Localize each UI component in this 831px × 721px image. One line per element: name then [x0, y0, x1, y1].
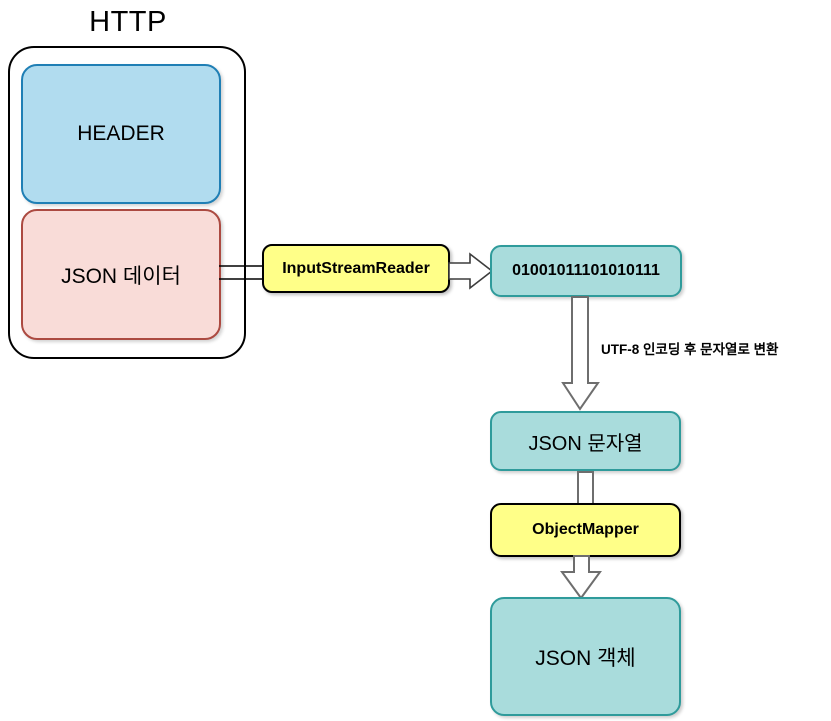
node-header-label: HEADER: [77, 122, 165, 145]
node-binary-string[interactable]: 01001011101010111: [490, 245, 682, 297]
node-json-string[interactable]: JSON 문자열: [490, 411, 681, 471]
edge-input-stream-reader-to-binary: [448, 252, 494, 290]
node-object-mapper[interactable]: ObjectMapper: [490, 503, 681, 557]
node-input-stream-reader-label: InputStreamReader: [282, 259, 430, 277]
node-json-object-label: JSON 객체: [535, 646, 636, 670]
edge-json-data-to-input-stream-reader: [219, 258, 265, 286]
node-input-stream-reader[interactable]: InputStreamReader: [262, 244, 450, 293]
node-binary-string-label: 01001011101010111: [512, 262, 660, 279]
node-object-mapper-label: ObjectMapper: [532, 521, 639, 538]
edge-label-utf8-encoding: UTF-8 인코딩 후 문자열로 변환: [601, 342, 779, 357]
node-json-data-label: JSON 데이터: [61, 264, 181, 288]
node-json-string-label: JSON 문자열: [528, 432, 643, 455]
node-header[interactable]: HEADER: [21, 64, 221, 204]
edge-json-string-to-object-mapper: [576, 471, 598, 505]
edge-object-mapper-to-json-object: [560, 555, 611, 600]
edge-binary-to-json-string: [561, 296, 609, 411]
node-json-data[interactable]: JSON 데이터: [21, 209, 221, 340]
node-json-object[interactable]: JSON 객체: [490, 597, 681, 716]
http-title-label: HTTP: [89, 5, 167, 38]
